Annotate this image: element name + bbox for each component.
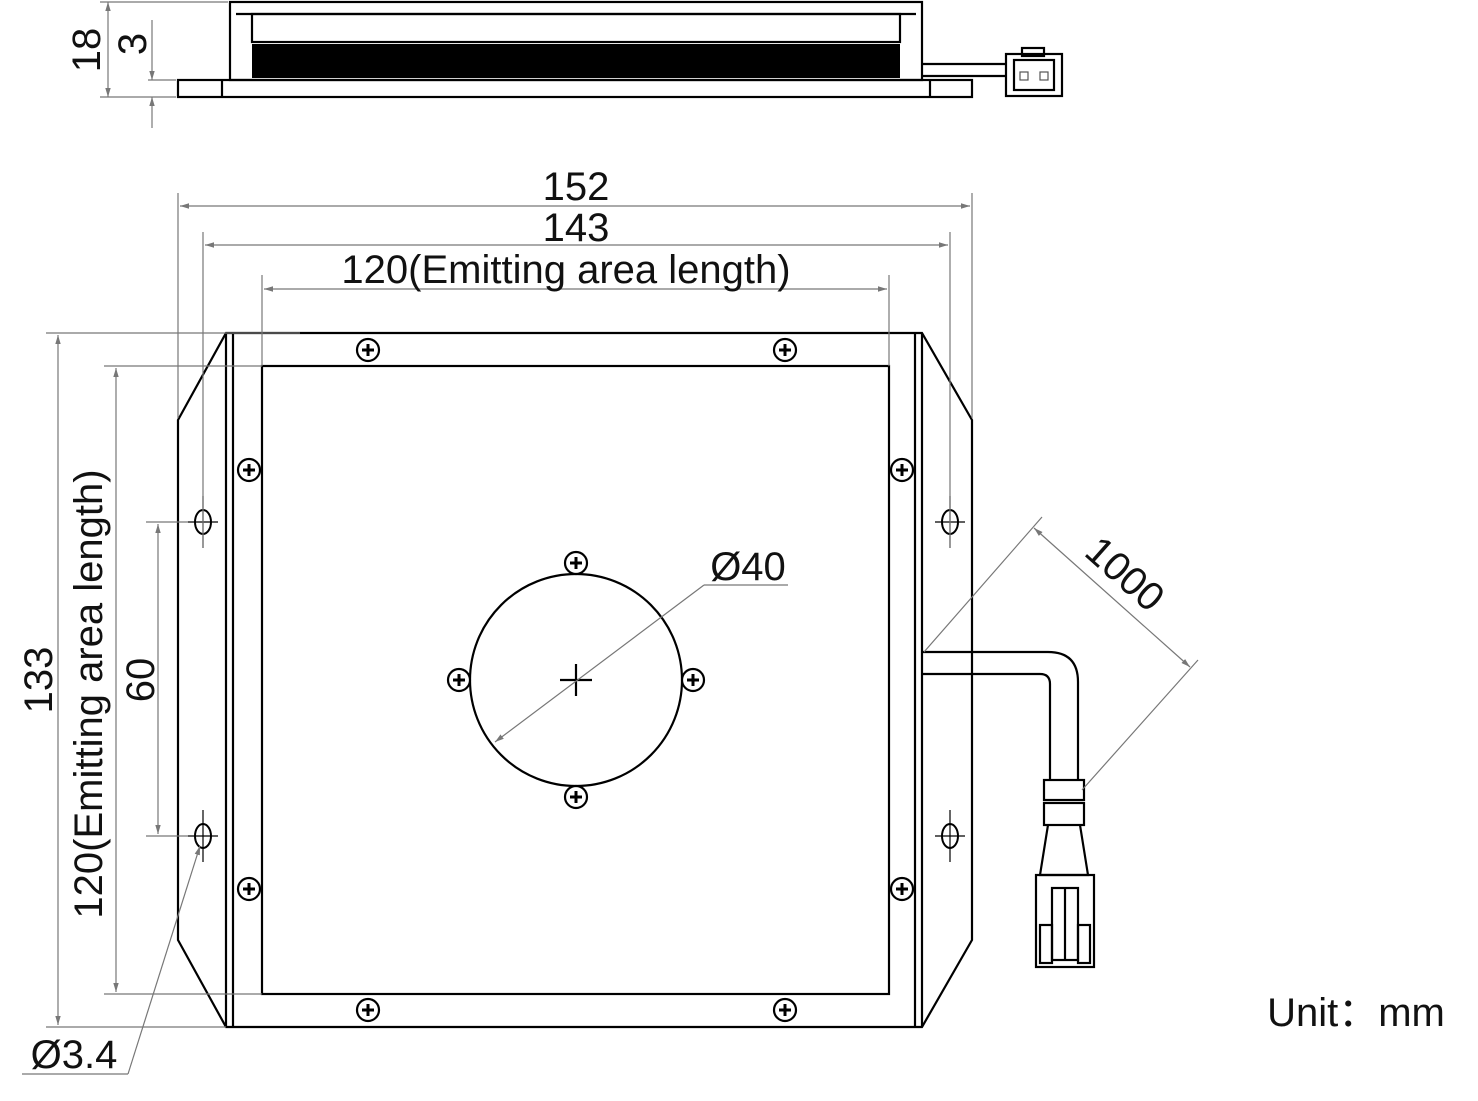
screw-icon [889, 876, 915, 902]
side-cable [922, 62, 1005, 78]
dim-emitting-length-left: 120(Emitting area length) [67, 469, 111, 918]
screw-icon [236, 876, 262, 902]
screw-icon [772, 337, 798, 363]
dim-cable-length: 1000 [1077, 528, 1173, 620]
cable-upper [922, 650, 1080, 780]
center-mark [560, 664, 592, 696]
dim-lens-3: 3 [111, 33, 155, 55]
screw-icon [446, 667, 472, 693]
slot-hole-icon [934, 809, 966, 863]
slot-hole-icon [187, 809, 219, 863]
dim-mount-hole-diameter: Ø3.4 [31, 1033, 118, 1077]
dim-length-152: 152 [543, 165, 610, 209]
connector-icon [1034, 778, 1096, 969]
dim-width-133: 133 [17, 647, 61, 714]
side-base-plate [176, 78, 974, 99]
screw-icon [772, 997, 798, 1023]
emitting-area [260, 364, 891, 996]
side-view: 18 3 [65, 0, 1064, 128]
side-lens-frame [250, 12, 902, 44]
dim-height-18: 18 [65, 28, 109, 73]
screw-icon [563, 784, 589, 810]
dim-length-143: 143 [543, 206, 610, 250]
screw-icon [355, 337, 381, 363]
screw-icon [680, 667, 706, 693]
screw-icon [563, 550, 589, 576]
dim-center-hole-diameter: Ø40 [710, 545, 786, 589]
side-led-board [252, 44, 900, 78]
dim-emitting-length-top: 120(Emitting area length) [341, 248, 790, 292]
screw-icon [236, 457, 262, 483]
top-view: 152 143 120(Emitting area length) 133 12… [17, 165, 1199, 1077]
cable-lower [922, 672, 1052, 780]
screw-icon [355, 997, 381, 1023]
unit-label: Unit：mm [1267, 991, 1445, 1035]
connector-icon [1004, 46, 1064, 98]
dim-hole-spacing-60: 60 [119, 658, 163, 703]
screw-icon [889, 457, 915, 483]
